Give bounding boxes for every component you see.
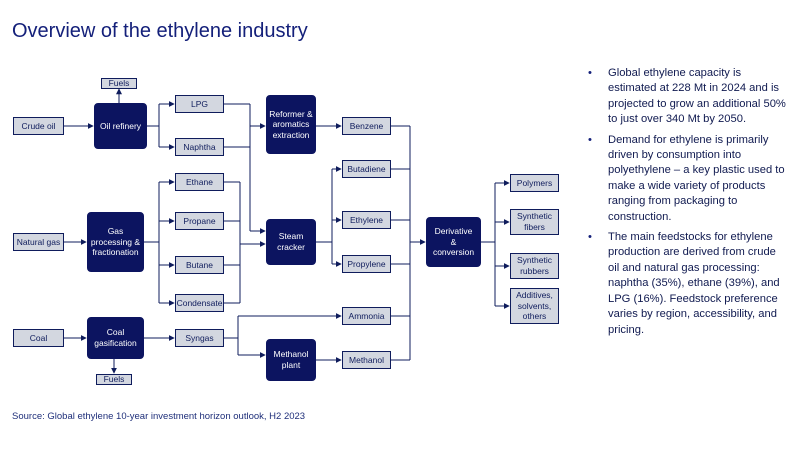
node-reformer: Reformer & aromatics extraction <box>266 95 316 154</box>
key-fact-feedstocks: The main feedstocks for ethylene product… <box>588 230 788 338</box>
node-naphtha: Naphtha <box>175 138 224 156</box>
node-synthetic-fibers: Synthetic fibers <box>510 209 559 235</box>
key-fact-capacity: Global ethylene capacity is estimated at… <box>588 66 788 128</box>
node-additives: Additives, solvents, others <box>510 288 559 324</box>
node-derivative-conversion: Derivative & conversion <box>426 217 481 267</box>
node-synthetic-rubbers: Synthetic rubbers <box>510 253 559 279</box>
key-facts-list: Global ethylene capacity is estimated at… <box>588 66 788 343</box>
node-coal-gasification: Coal gasification <box>87 317 144 359</box>
node-methanol-plant: Methanol plant <box>266 339 316 381</box>
node-fuels-top: Fuels <box>101 78 137 89</box>
source-note: Source: Global ethylene 10-year investme… <box>12 411 306 422</box>
node-butane: Butane <box>175 256 224 274</box>
node-syngas: Syngas <box>175 329 224 347</box>
node-propylene: Propylene <box>342 255 391 273</box>
node-fuels-bottom: Fuels <box>96 374 132 385</box>
node-ethylene: Ethylene <box>342 211 391 229</box>
node-lpg: LPG <box>175 95 224 113</box>
key-fact-demand: Demand for ethylene is primarily driven … <box>588 133 788 225</box>
node-condensate: Condensate <box>175 294 224 312</box>
node-benzene: Benzene <box>342 117 391 135</box>
node-natural-gas: Natural gas <box>13 233 64 251</box>
node-steam-cracker: Steam cracker <box>266 219 316 265</box>
node-ammonia: Ammonia <box>342 307 391 325</box>
node-coal: Coal <box>13 329 64 347</box>
page-title: Overview of the ethylene industry <box>12 20 308 42</box>
node-propane: Propane <box>175 212 224 230</box>
node-crude-oil: Crude oil <box>13 117 64 135</box>
node-oil-refinery: Oil refinery <box>94 103 147 149</box>
node-gas-processing: Gas processing & fractionation <box>87 212 144 272</box>
node-butadiene: Butadiene <box>342 160 391 178</box>
node-ethane: Ethane <box>175 173 224 191</box>
node-polymers: Polymers <box>510 174 559 192</box>
node-methanol: Methanol <box>342 351 391 369</box>
